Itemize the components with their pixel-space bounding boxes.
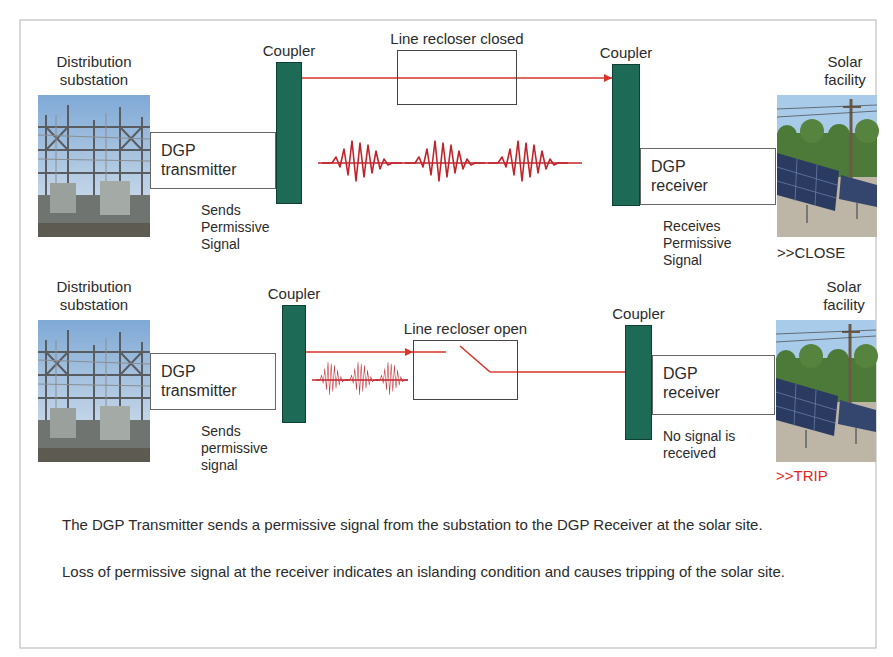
signal-arrow	[518, 371, 625, 372]
status-note: Sends Permissive Signal	[201, 202, 275, 252]
signal-wave	[312, 362, 408, 394]
coupler-bar: Coupler	[612, 64, 640, 206]
solar-photo: Solar facility>>CLOSE	[777, 95, 876, 237]
solar-photo: Solar facility>>TRIP	[776, 320, 876, 460]
substation-photo	[38, 95, 150, 237]
signal-wave	[318, 141, 582, 181]
recloser-label: Line recloser closed	[390, 30, 523, 48]
caption-note: The DGP Transmitter sends a permissive s…	[62, 515, 852, 535]
status-note: Sends permissive signal	[201, 423, 275, 473]
coupler-bar: Coupler	[625, 325, 652, 440]
coupler-label: Coupler	[600, 44, 653, 62]
coupler-bar: Coupler	[276, 62, 302, 204]
status-note: Receives Permissive Signal	[663, 218, 747, 268]
switch-blade	[460, 346, 490, 372]
box-label: DGP receiver	[663, 364, 747, 402]
receiver-box: DGP receiverNo signal is received	[652, 355, 775, 415]
caption-note: Loss of permissive signal at the receive…	[62, 562, 852, 582]
recloser-box: Line recloser closed	[397, 50, 517, 105]
signal-line	[397, 77, 517, 78]
coupler-label: Coupler	[612, 305, 665, 323]
status-note: No signal is received	[663, 428, 755, 462]
transmitter-box: DGP transmitterSends permissive signal	[150, 353, 276, 410]
switch-contact	[413, 351, 446, 352]
box-label: DGP receiver	[651, 157, 735, 195]
figure-frame	[20, 20, 876, 648]
transmitter-box: DGP transmitterSends Permissive Signal	[150, 132, 276, 189]
status-label: >>CLOSE	[777, 244, 845, 262]
photo-heading: Distribution substation	[38, 53, 150, 89]
signal-arrow	[517, 77, 612, 78]
recloser-box: Line recloser open	[413, 340, 518, 400]
box-label: DGP transmitter	[161, 362, 253, 400]
recloser-label: Line recloser open	[404, 320, 527, 338]
photo-heading: Distribution substation	[38, 278, 150, 314]
status-label: >>TRIP	[776, 467, 828, 485]
signal-arrow	[306, 351, 413, 352]
box-label: DGP transmitter	[161, 141, 253, 179]
signal-line	[490, 371, 518, 372]
substation-photo	[38, 320, 150, 462]
substation-photo: Distribution substation	[38, 95, 150, 237]
solar-photo	[777, 95, 879, 237]
receiver-box: DGP receiverReceives Permissive Signal	[640, 148, 776, 205]
signal-arrow	[302, 77, 397, 78]
photo-heading: Solar facility	[812, 278, 876, 314]
coupler-bar: Coupler	[282, 305, 306, 423]
photo-heading: Solar facility	[813, 53, 877, 89]
solar-photo	[776, 320, 878, 462]
substation-photo: Distribution substation	[38, 320, 150, 460]
coupler-label: Coupler	[268, 285, 321, 303]
coupler-label: Coupler	[263, 42, 316, 60]
